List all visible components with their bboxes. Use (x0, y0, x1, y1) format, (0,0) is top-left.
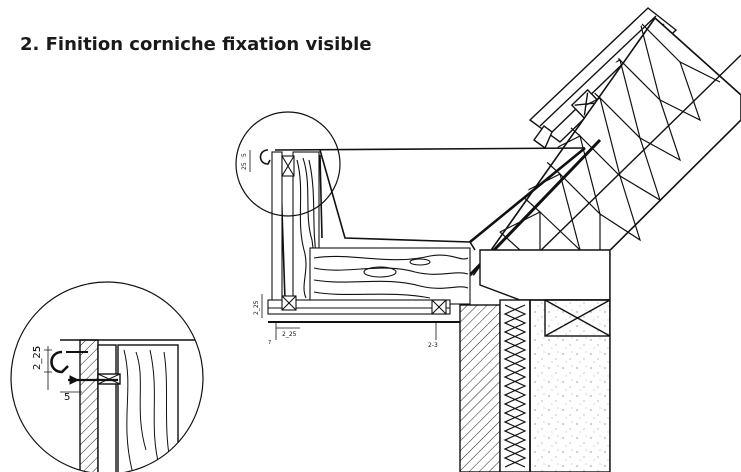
detail-dim-2-25: 2_25 (32, 346, 43, 370)
detail-dim-5-top: 5 (32, 346, 43, 352)
roof-insulation (468, 5, 741, 285)
detail-callout-circle (235, 111, 341, 217)
page-title: 2. Finition corniche fixation visible (20, 34, 372, 55)
wall-section (459, 250, 741, 472)
gutter-hook-small (259, 149, 271, 165)
dim-label-2-25-bottom: 2_25 (282, 331, 297, 338)
dim-label-5-top: 5 (241, 153, 248, 157)
dimension-lines (249, 150, 437, 340)
dim-label-2-25-mid: 2_25 (253, 300, 260, 315)
wood-members (267, 151, 471, 323)
detail-dim-5-bottom: 5 (64, 392, 70, 403)
dim-label-2-3: 2-3 (428, 342, 438, 349)
dim-label-25-top: 25 (241, 162, 248, 170)
dim-label-7: 7 (268, 340, 271, 346)
detail-enlargement (10, 281, 204, 472)
